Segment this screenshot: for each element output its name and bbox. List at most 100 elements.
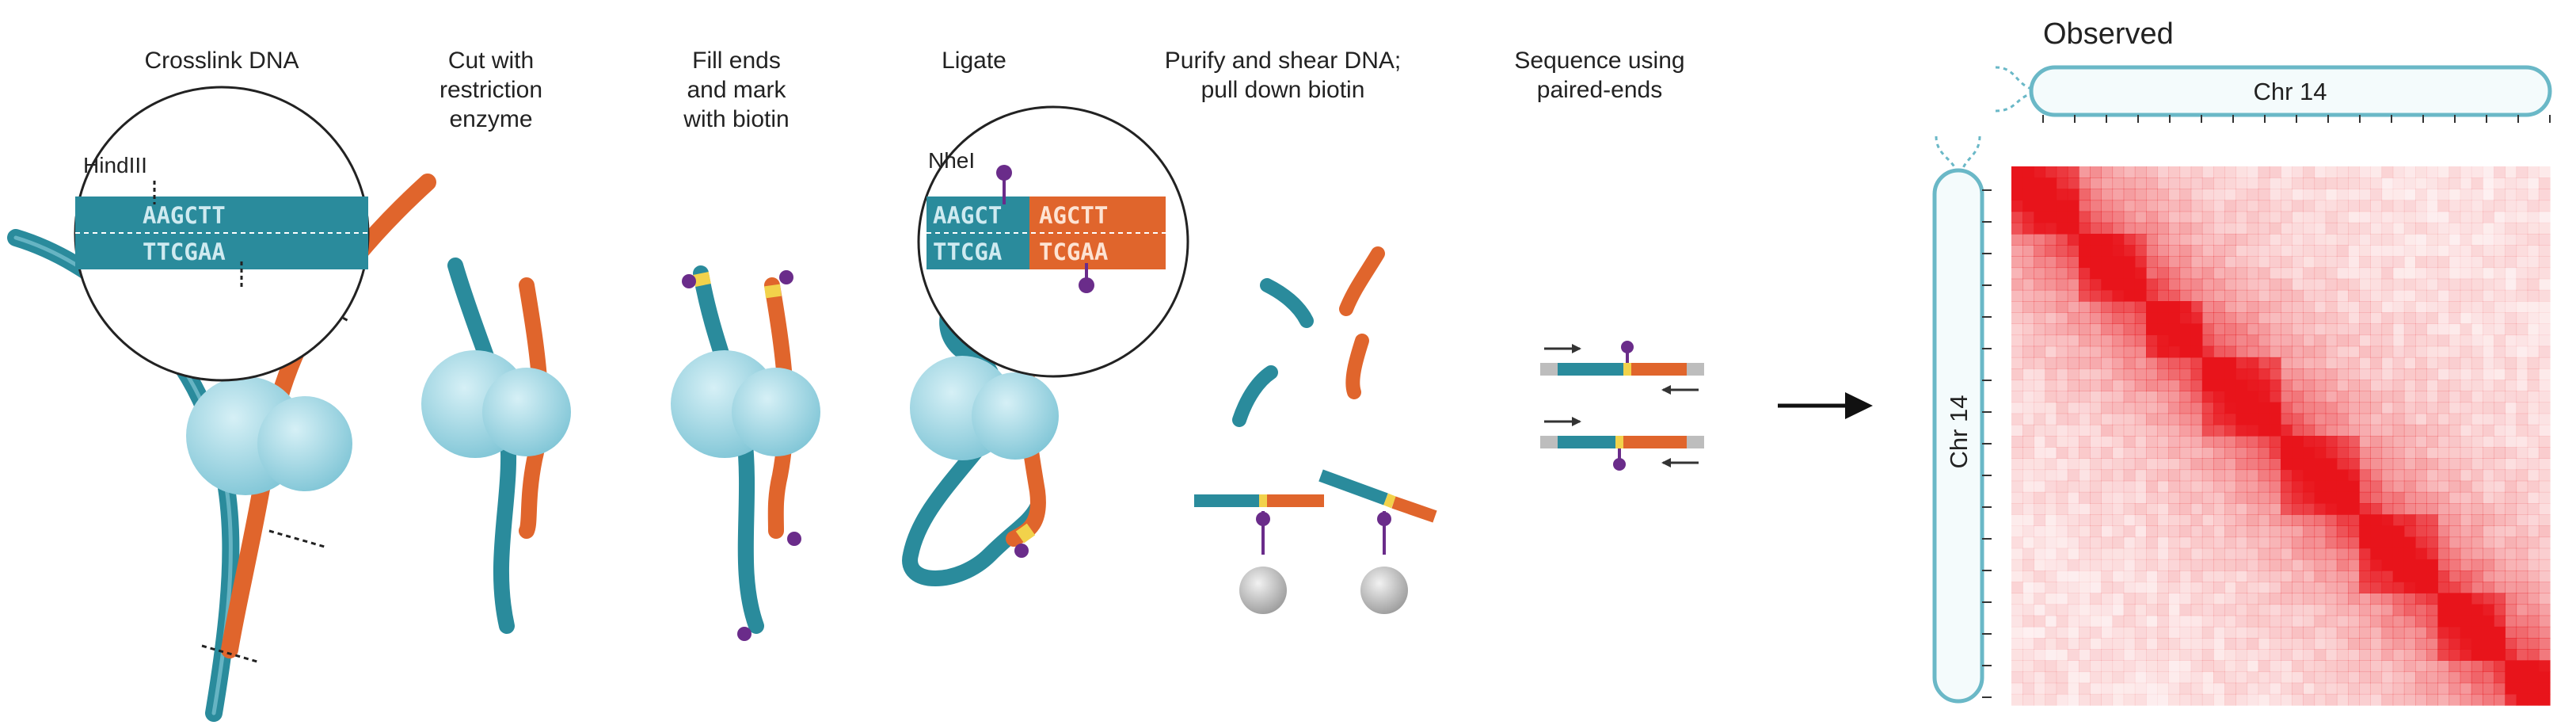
matrix-cell	[2483, 200, 2494, 212]
matrix-cell	[2325, 323, 2338, 336]
matrix-cell	[2258, 166, 2270, 178]
matrix-cell	[2045, 289, 2057, 302]
matrix-cell	[2403, 413, 2416, 425]
matrix-cell	[2516, 514, 2528, 526]
matrix-cell	[2022, 649, 2034, 661]
matrix-cell	[2269, 570, 2281, 582]
matrix-cell	[2494, 245, 2506, 257]
matrix-cell	[2213, 582, 2225, 593]
matrix-cell	[2494, 368, 2506, 380]
biotin-marker	[1014, 544, 1029, 558]
matrix-cell	[2415, 436, 2427, 448]
matrix-cell	[2415, 289, 2427, 302]
matrix-cell	[2392, 177, 2405, 189]
matrix-cell	[2224, 626, 2236, 639]
matrix-cell	[2381, 447, 2394, 459]
matrix-cell	[2415, 570, 2427, 582]
matrix-cell	[2314, 536, 2327, 549]
matrix-cell	[2090, 245, 2102, 257]
matrix-cell	[2067, 312, 2079, 324]
matrix-cell	[2022, 345, 2034, 358]
matrix-cell	[2403, 548, 2416, 560]
matrix-cell	[2303, 222, 2315, 235]
matrix-cell	[2348, 458, 2360, 471]
matrix-cell	[2449, 514, 2461, 526]
matrix-cell	[2056, 447, 2068, 459]
matrix-cell	[2112, 289, 2125, 302]
matrix-cell	[2381, 368, 2394, 380]
matrix-cell	[2213, 649, 2225, 661]
matrix-cell	[2471, 402, 2483, 414]
matrix-cell	[2101, 593, 2114, 605]
matrix-cell	[2314, 436, 2327, 448]
matrix-cell	[2370, 693, 2383, 706]
matrix-cell	[2179, 312, 2192, 324]
matrix-cell	[2336, 345, 2349, 358]
matrix-cell	[2426, 570, 2438, 582]
matrix-cell	[2034, 413, 2046, 425]
matrix-cell	[2426, 189, 2438, 201]
matrix-cell	[2112, 570, 2125, 582]
matrix-cell	[2011, 604, 2023, 616]
matrix-cell	[2348, 278, 2360, 291]
matrix-cell	[2247, 413, 2259, 425]
matrix-cell	[2022, 480, 2034, 493]
matrix-cell	[2516, 278, 2528, 291]
matrix-cell	[2516, 166, 2528, 178]
matrix-cell	[2449, 334, 2461, 347]
matrix-cell	[2146, 491, 2158, 504]
matrix-cell	[2090, 334, 2102, 347]
matrix-cell	[2471, 380, 2483, 391]
matrix-cell	[2494, 436, 2506, 448]
matrix-cell	[2437, 245, 2450, 257]
matrix-cell	[2303, 491, 2315, 504]
matrix-cell	[2179, 391, 2192, 403]
matrix-cell	[2168, 447, 2181, 459]
matrix-cell	[2022, 256, 2034, 269]
matrix-cell	[2538, 413, 2551, 425]
matrix-cell	[2022, 615, 2034, 628]
matrix-cell	[2527, 693, 2540, 706]
matrix-cell	[2303, 177, 2315, 189]
matrix-cell	[2258, 559, 2270, 571]
matrix-cell	[2336, 469, 2349, 482]
matrix-cell	[2090, 503, 2102, 515]
matrix-cell	[2460, 312, 2472, 324]
matrix-cell	[2146, 514, 2158, 526]
matrix-cell	[2292, 177, 2304, 189]
matrix-cell	[2067, 660, 2079, 673]
matrix-cell	[2067, 380, 2079, 391]
matrix-cell	[2426, 447, 2438, 459]
matrix-cell	[2112, 402, 2125, 414]
matrix-cell	[2403, 593, 2416, 605]
matrix-cell	[2179, 166, 2192, 178]
matrix-cell	[2090, 548, 2102, 560]
matrix-cell	[2483, 536, 2494, 549]
matrix-cell	[2449, 189, 2461, 201]
matrix-cell	[2112, 548, 2125, 560]
matrix-cell	[2134, 469, 2147, 482]
matrix-cell	[2471, 503, 2483, 515]
matrix-cell	[2303, 391, 2315, 403]
matrix-cell	[2168, 380, 2181, 391]
matrix-cell	[2460, 660, 2472, 673]
matrix-cell	[2235, 357, 2248, 369]
matrix-cell	[2022, 380, 2034, 391]
matrix-cell	[2381, 582, 2394, 593]
matrix-cell	[2235, 559, 2248, 571]
matrix-cell	[2527, 536, 2540, 549]
matrix-cell	[2168, 671, 2181, 684]
matrix-cell	[2157, 525, 2169, 538]
matrix-cell	[2370, 626, 2383, 639]
matrix-cell	[2079, 559, 2091, 571]
matrix-cell	[2538, 189, 2551, 201]
matrix-cell	[2056, 402, 2068, 414]
matrix-cell	[2281, 312, 2293, 324]
matrix-cell	[2370, 200, 2383, 212]
matrix-cell	[2348, 593, 2360, 605]
matrix-cell	[2146, 649, 2158, 661]
matrix-cell	[2292, 447, 2304, 459]
matrix-cell	[2269, 424, 2281, 437]
matrix-cell	[2134, 514, 2147, 526]
matrix-cell	[2056, 626, 2068, 639]
